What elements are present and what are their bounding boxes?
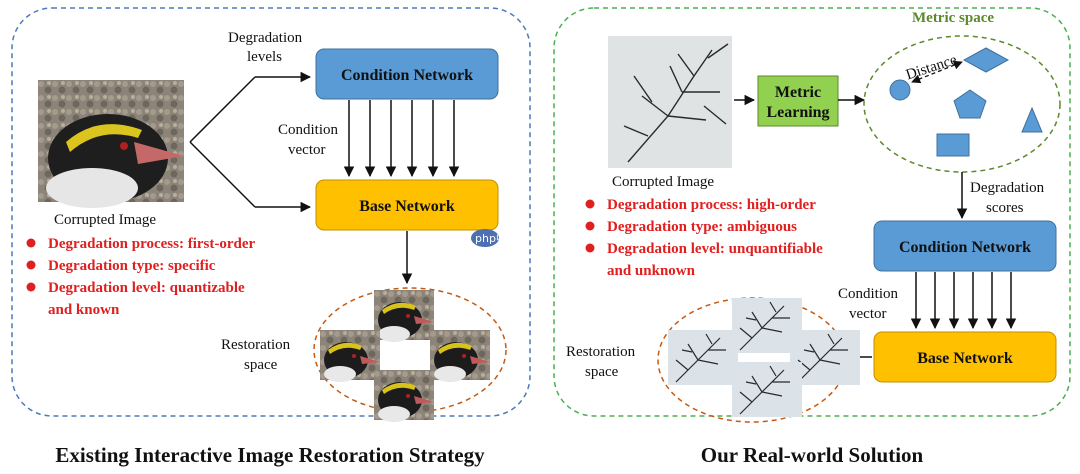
- right-restoration-space-label: Restoration: [566, 344, 636, 360]
- left-bullet-3: Degradation level: quantizable: [48, 280, 245, 296]
- degradation-scores-label: Degradation: [970, 180, 1045, 196]
- left-panel-title: Existing Interactive Image Restoration S…: [55, 443, 485, 467]
- right-bullet-list: Degradation process: high-order Degradat…: [585, 197, 823, 279]
- metric-learning-label: Metric: [775, 84, 821, 101]
- rectangle-shape-icon: [936, 133, 970, 157]
- bullet-dot-icon: [585, 243, 595, 253]
- bullet-dot-icon: [585, 221, 595, 231]
- left-condition-vector-label-2: vector: [288, 142, 325, 158]
- bullet-dot-icon: [585, 199, 595, 209]
- left-bullet-3-cont: and known: [48, 302, 120, 318]
- triangle-shape-icon: [1021, 106, 1043, 133]
- right-corrupted-image: [608, 36, 732, 168]
- circle-shape-icon: [889, 79, 911, 101]
- right-bullet-1: Degradation process: high-order: [607, 197, 816, 213]
- left-corrupted-image: [38, 80, 184, 208]
- left-base-network-label: Base Network: [359, 198, 455, 215]
- right-bullet-3-cont: and unknown: [607, 263, 696, 279]
- metric-learning-label-2: Learning: [766, 104, 829, 121]
- watermark-text: php中文网: [475, 231, 529, 245]
- left-panel-border: [11, 7, 531, 417]
- metric-space-ellipse: [863, 35, 1061, 173]
- left-condition-network-box: [315, 48, 499, 100]
- right-restoration-images: [667, 297, 861, 418]
- left-restoration-space-label-2: space: [244, 357, 278, 373]
- metric-space-label: Metric space: [912, 10, 994, 26]
- left-degradation-levels-label: Degradation: [228, 30, 303, 46]
- right-condition-vector-label: Condition: [838, 286, 899, 302]
- right-bullet-3: Degradation level: unquantifiable: [607, 241, 823, 257]
- bullet-dot-icon: [26, 238, 36, 248]
- left-degradation-levels-label-2: levels: [247, 49, 282, 65]
- degradation-scores-label-2: scores: [986, 200, 1024, 216]
- bullet-dot-icon: [26, 260, 36, 270]
- left-base-network-box: [315, 179, 499, 231]
- left-bullet-list: Degradation process: first-order Degrada…: [26, 236, 256, 318]
- left-condition-network-label: Condition Network: [341, 67, 473, 84]
- left-restoration-space-label: Restoration: [221, 337, 291, 353]
- left-bullet-2: Degradation type: specific: [48, 258, 216, 274]
- right-restoration-space-label-2: space: [585, 364, 619, 380]
- watermark-logo: php中文网: [471, 229, 529, 247]
- right-condition-network-label: Condition Network: [899, 239, 1031, 256]
- right-panel-border: [553, 7, 1071, 417]
- bullet-dot-icon: [26, 282, 36, 292]
- right-panel-title: Our Real-world Solution: [701, 443, 924, 467]
- distance-label: Distance: [904, 52, 959, 84]
- left-corrupted-caption: Corrupted Image: [54, 212, 156, 228]
- right-bullet-2: Degradation type: ambiguous: [607, 219, 797, 235]
- left-bullet-1: Degradation process: first-order: [48, 236, 256, 252]
- right-condition-network-box: [873, 220, 1057, 272]
- diamond-shape-icon: [962, 47, 1010, 73]
- left-restoration-space-ellipse: [313, 287, 507, 413]
- left-restoration-images: [320, 290, 490, 422]
- pentagon-shape-icon: [953, 89, 987, 119]
- right-corrupted-caption: Corrupted Image: [612, 174, 714, 190]
- right-base-network-box: [873, 331, 1057, 383]
- right-base-network-label: Base Network: [917, 350, 1013, 367]
- left-condition-vector-label: Condition: [278, 122, 339, 138]
- left-condition-vector-arrows: [343, 100, 460, 178]
- metric-space-shapes: [889, 47, 1043, 157]
- right-condition-vector-label-2: vector: [849, 306, 886, 322]
- right-condition-vector-arrows: [910, 272, 1017, 330]
- metric-learning-box: [757, 75, 839, 127]
